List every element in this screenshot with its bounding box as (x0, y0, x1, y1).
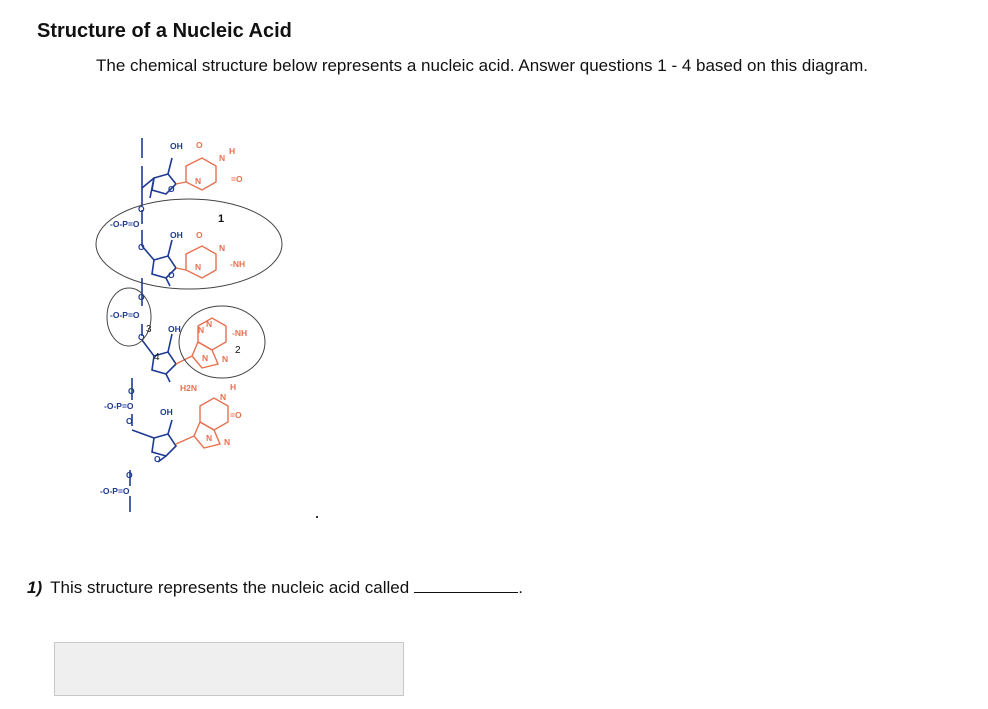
question-text: This structure represents the nucleic ac… (50, 578, 410, 597)
phosphate-label: -O-P=O (110, 310, 140, 320)
backbone-line (157, 455, 167, 463)
backbone-line (167, 333, 173, 353)
eq-o-label: =O (230, 410, 242, 420)
n-label: N (206, 319, 212, 329)
o-label: O (196, 140, 203, 150)
backbone-line (141, 339, 155, 357)
oh-label: OH (160, 407, 173, 417)
n-label: N (195, 176, 201, 186)
o-label: O (168, 270, 175, 280)
sugar-ring (151, 351, 178, 375)
backbone-line (167, 239, 173, 257)
phosphate-label: -O-P=O (100, 486, 130, 496)
o-label: O (196, 230, 203, 240)
n-label: N (202, 353, 208, 363)
nh2-label: -NH (230, 259, 245, 269)
o-label: O (128, 386, 135, 396)
oh-label: OH (170, 230, 183, 240)
glycosidic-bond (175, 435, 195, 445)
question-suffix: . (518, 578, 523, 597)
o-label: O (138, 204, 145, 214)
glycosidic-bond (175, 355, 193, 365)
h2n-label: H2N (180, 383, 197, 393)
n-label: N (220, 392, 226, 402)
backbone-line (141, 245, 155, 261)
answer-input[interactable] (54, 642, 404, 696)
o-label: O (138, 242, 145, 252)
circle-3 (106, 287, 152, 347)
o-label: O (138, 292, 145, 302)
o-label: O (126, 416, 133, 426)
n-label: N (224, 437, 230, 447)
phosphate-label: -O-P=O (104, 401, 134, 411)
number-4-label: 4 (154, 352, 160, 363)
sugar-ring (151, 255, 178, 279)
n-label: N (195, 262, 201, 272)
question-number: 1) (27, 578, 43, 597)
phosphate-label: -O-P=O (110, 219, 140, 229)
h-label: H (229, 146, 235, 156)
backbone-line (131, 429, 155, 439)
nh2-label: -NH (232, 328, 247, 338)
backbone-line (141, 177, 155, 189)
n-label: N (206, 433, 212, 443)
backbone-line (165, 277, 171, 287)
o-label: O (138, 332, 145, 342)
o-label: O (126, 470, 133, 480)
n-label: N (219, 153, 225, 163)
n-label: N (222, 354, 228, 364)
page-title: Structure of a Nucleic Acid (37, 20, 292, 42)
n-label: N (198, 325, 204, 335)
o-label: O (168, 184, 175, 194)
h-label: H (230, 382, 236, 392)
number-2-label: 2 (235, 345, 241, 356)
circle-2 (178, 305, 266, 379)
question-1: 1) This structure represents the nucleic … (27, 578, 523, 598)
backbone-line (167, 419, 173, 435)
glycosidic-bond (175, 267, 187, 271)
stray-dot (316, 516, 318, 518)
oh-label: OH (170, 141, 183, 151)
answer-blank (414, 578, 519, 593)
eq-o-label: =O (231, 174, 243, 184)
backbone-line (149, 177, 155, 199)
backbone-line (165, 373, 171, 383)
n-label: N (219, 243, 225, 253)
circle-1 (95, 198, 283, 290)
instructions-text: The chemical structure below represents … (96, 56, 869, 75)
o-label: O (154, 454, 161, 464)
number-1-label: 1 (218, 213, 224, 225)
imidazole-ring (191, 341, 219, 369)
oh-label: OH (168, 324, 181, 334)
backbone-line (167, 157, 173, 175)
sugar-ring (151, 433, 178, 457)
glycosidic-bond (175, 181, 187, 185)
imidazole-ring (193, 421, 221, 449)
